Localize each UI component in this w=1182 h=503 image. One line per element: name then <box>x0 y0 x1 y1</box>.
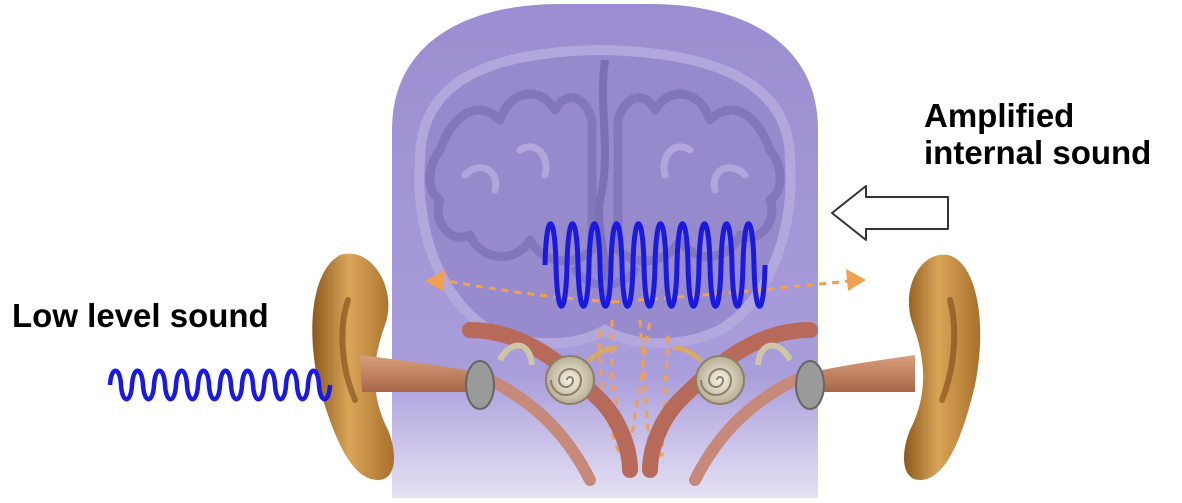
amplified-internal-sound-label: Amplified internal sound <box>924 98 1151 172</box>
low-level-sound-wave <box>110 371 330 400</box>
amplified-sound-wave <box>545 224 765 307</box>
ear-canal <box>810 355 915 392</box>
amplified-label-line1: Amplified <box>924 98 1151 135</box>
ear-icon <box>904 255 980 480</box>
low-level-sound-label: Low level sound <box>12 298 269 335</box>
amplified-label-line2: internal sound <box>924 135 1151 172</box>
cochlea <box>696 356 744 404</box>
left-arrow-icon <box>832 186 948 240</box>
cochlea <box>546 356 594 404</box>
arrowhead-right <box>846 269 866 291</box>
